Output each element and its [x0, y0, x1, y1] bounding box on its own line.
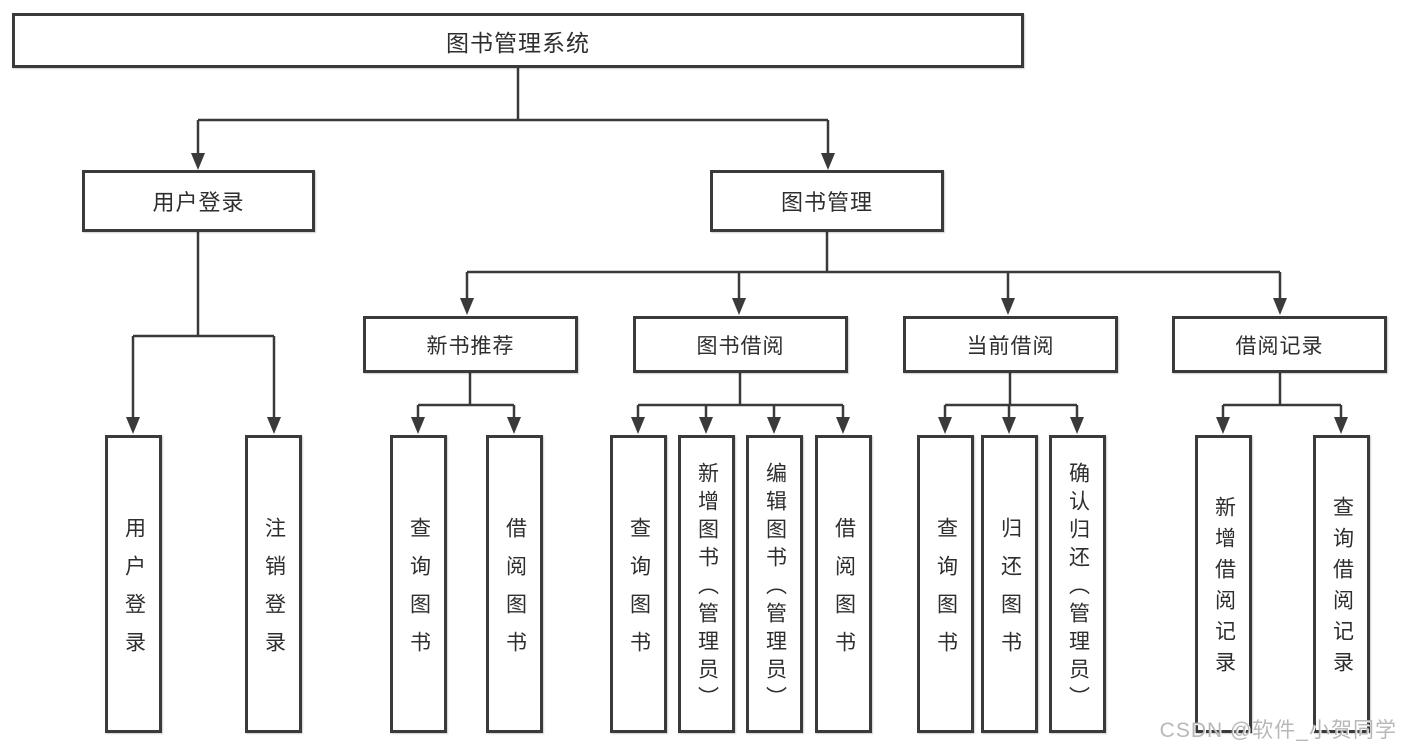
arrow-down-icon [507, 417, 521, 434]
arrow-down-icon [191, 153, 205, 170]
node-label: 查询图书 [934, 516, 958, 669]
leaf-confirm-return-admin: 确认归还（管理员） [1049, 435, 1106, 733]
leaf-query-books: 查询图书 [917, 435, 974, 733]
node-borrow-records: 借阅记录 [1172, 316, 1387, 373]
arrow-down-icon [938, 417, 952, 434]
node-label: 当前借阅 [966, 334, 1055, 358]
arrow-down-icon [1002, 417, 1016, 434]
leaf-user-login: 用户登录 [105, 435, 162, 733]
arrow-down-icon [1070, 417, 1084, 434]
leaf-logout: 注销登录 [245, 435, 302, 733]
node-book-management: 图书管理 [710, 170, 944, 232]
node-root-system: 图书管理系统 [12, 13, 1024, 68]
arrow-down-icon [1001, 298, 1015, 315]
connector-user-login-to-leaves [131, 232, 276, 421]
node-label: 新书推荐 [426, 334, 515, 358]
arrow-down-icon [1216, 417, 1230, 434]
node-user-login: 用户登录 [82, 170, 315, 232]
node-label: 新增图书（管理员） [695, 461, 719, 714]
node-label: 新增借阅记录 [1212, 496, 1236, 682]
leaf-add-borrow-record: 新增借阅记录 [1195, 435, 1252, 733]
leaf-query-books: 查询图书 [610, 435, 667, 733]
leaf-borrow-books: 借阅图书 [486, 435, 543, 733]
leaf-borrow-books: 借阅图书 [815, 435, 872, 733]
leaf-query-borrow-record: 查询借阅记录 [1313, 435, 1370, 733]
arrow-down-icon [411, 417, 425, 434]
node-label: 确认归还（管理员） [1066, 461, 1090, 714]
connector-current-borrow-to-leaves [943, 373, 1079, 421]
node-label: 图书管理系统 [446, 29, 590, 56]
node-label: 编辑图书（管理员） [763, 461, 787, 714]
arrow-down-icon [767, 417, 781, 434]
csdn-watermark: CSDN @软件_小贺同学 [1159, 719, 1397, 742]
node-label: 图书管理 [780, 190, 873, 215]
node-label: 用户登录 [152, 190, 245, 215]
arrow-down-icon [836, 417, 850, 434]
leaf-query-books: 查询图书 [390, 435, 447, 733]
connector-new-book-recommend-to-leaves [416, 373, 516, 421]
node-label: 查询图书 [627, 516, 651, 669]
node-label: 注销登录 [262, 516, 286, 669]
node-label: 归还图书 [998, 516, 1022, 669]
node-label: 借阅图书 [832, 516, 856, 669]
node-label: 借阅图书 [503, 516, 527, 669]
arrow-down-icon [1334, 417, 1348, 434]
arrowhead-group [126, 153, 1348, 434]
leaf-return-books: 归还图书 [981, 435, 1038, 733]
connector-book-borrow-to-leaves [636, 373, 845, 421]
connector-root-to-level2 [196, 68, 830, 156]
connector-borrow-records-to-leaves [1221, 373, 1343, 421]
node-new-book-recommend: 新书推荐 [363, 316, 578, 373]
arrow-down-icon [821, 153, 835, 170]
node-label: 图书借阅 [696, 334, 785, 358]
arrow-down-icon [126, 417, 140, 434]
node-label: 用户登录 [122, 516, 146, 669]
arrow-down-icon [699, 417, 713, 434]
node-current-borrow: 当前借阅 [903, 316, 1118, 373]
node-label: 查询图书 [407, 516, 431, 669]
arrow-down-icon [1273, 298, 1287, 315]
leaf-edit-books-admin: 编辑图书（管理员） [746, 435, 803, 733]
arrow-down-icon [732, 298, 746, 315]
node-label: 借阅记录 [1235, 334, 1324, 358]
leaf-add-books-admin: 新增图书（管理员） [678, 435, 735, 733]
connector-book-management-to-level3 [465, 232, 1282, 302]
arrow-down-icon [460, 298, 474, 315]
node-book-borrow: 图书借阅 [633, 316, 848, 373]
node-label: 查询借阅记录 [1330, 496, 1354, 682]
arrow-down-icon [267, 417, 281, 434]
arrow-down-icon [631, 417, 645, 434]
